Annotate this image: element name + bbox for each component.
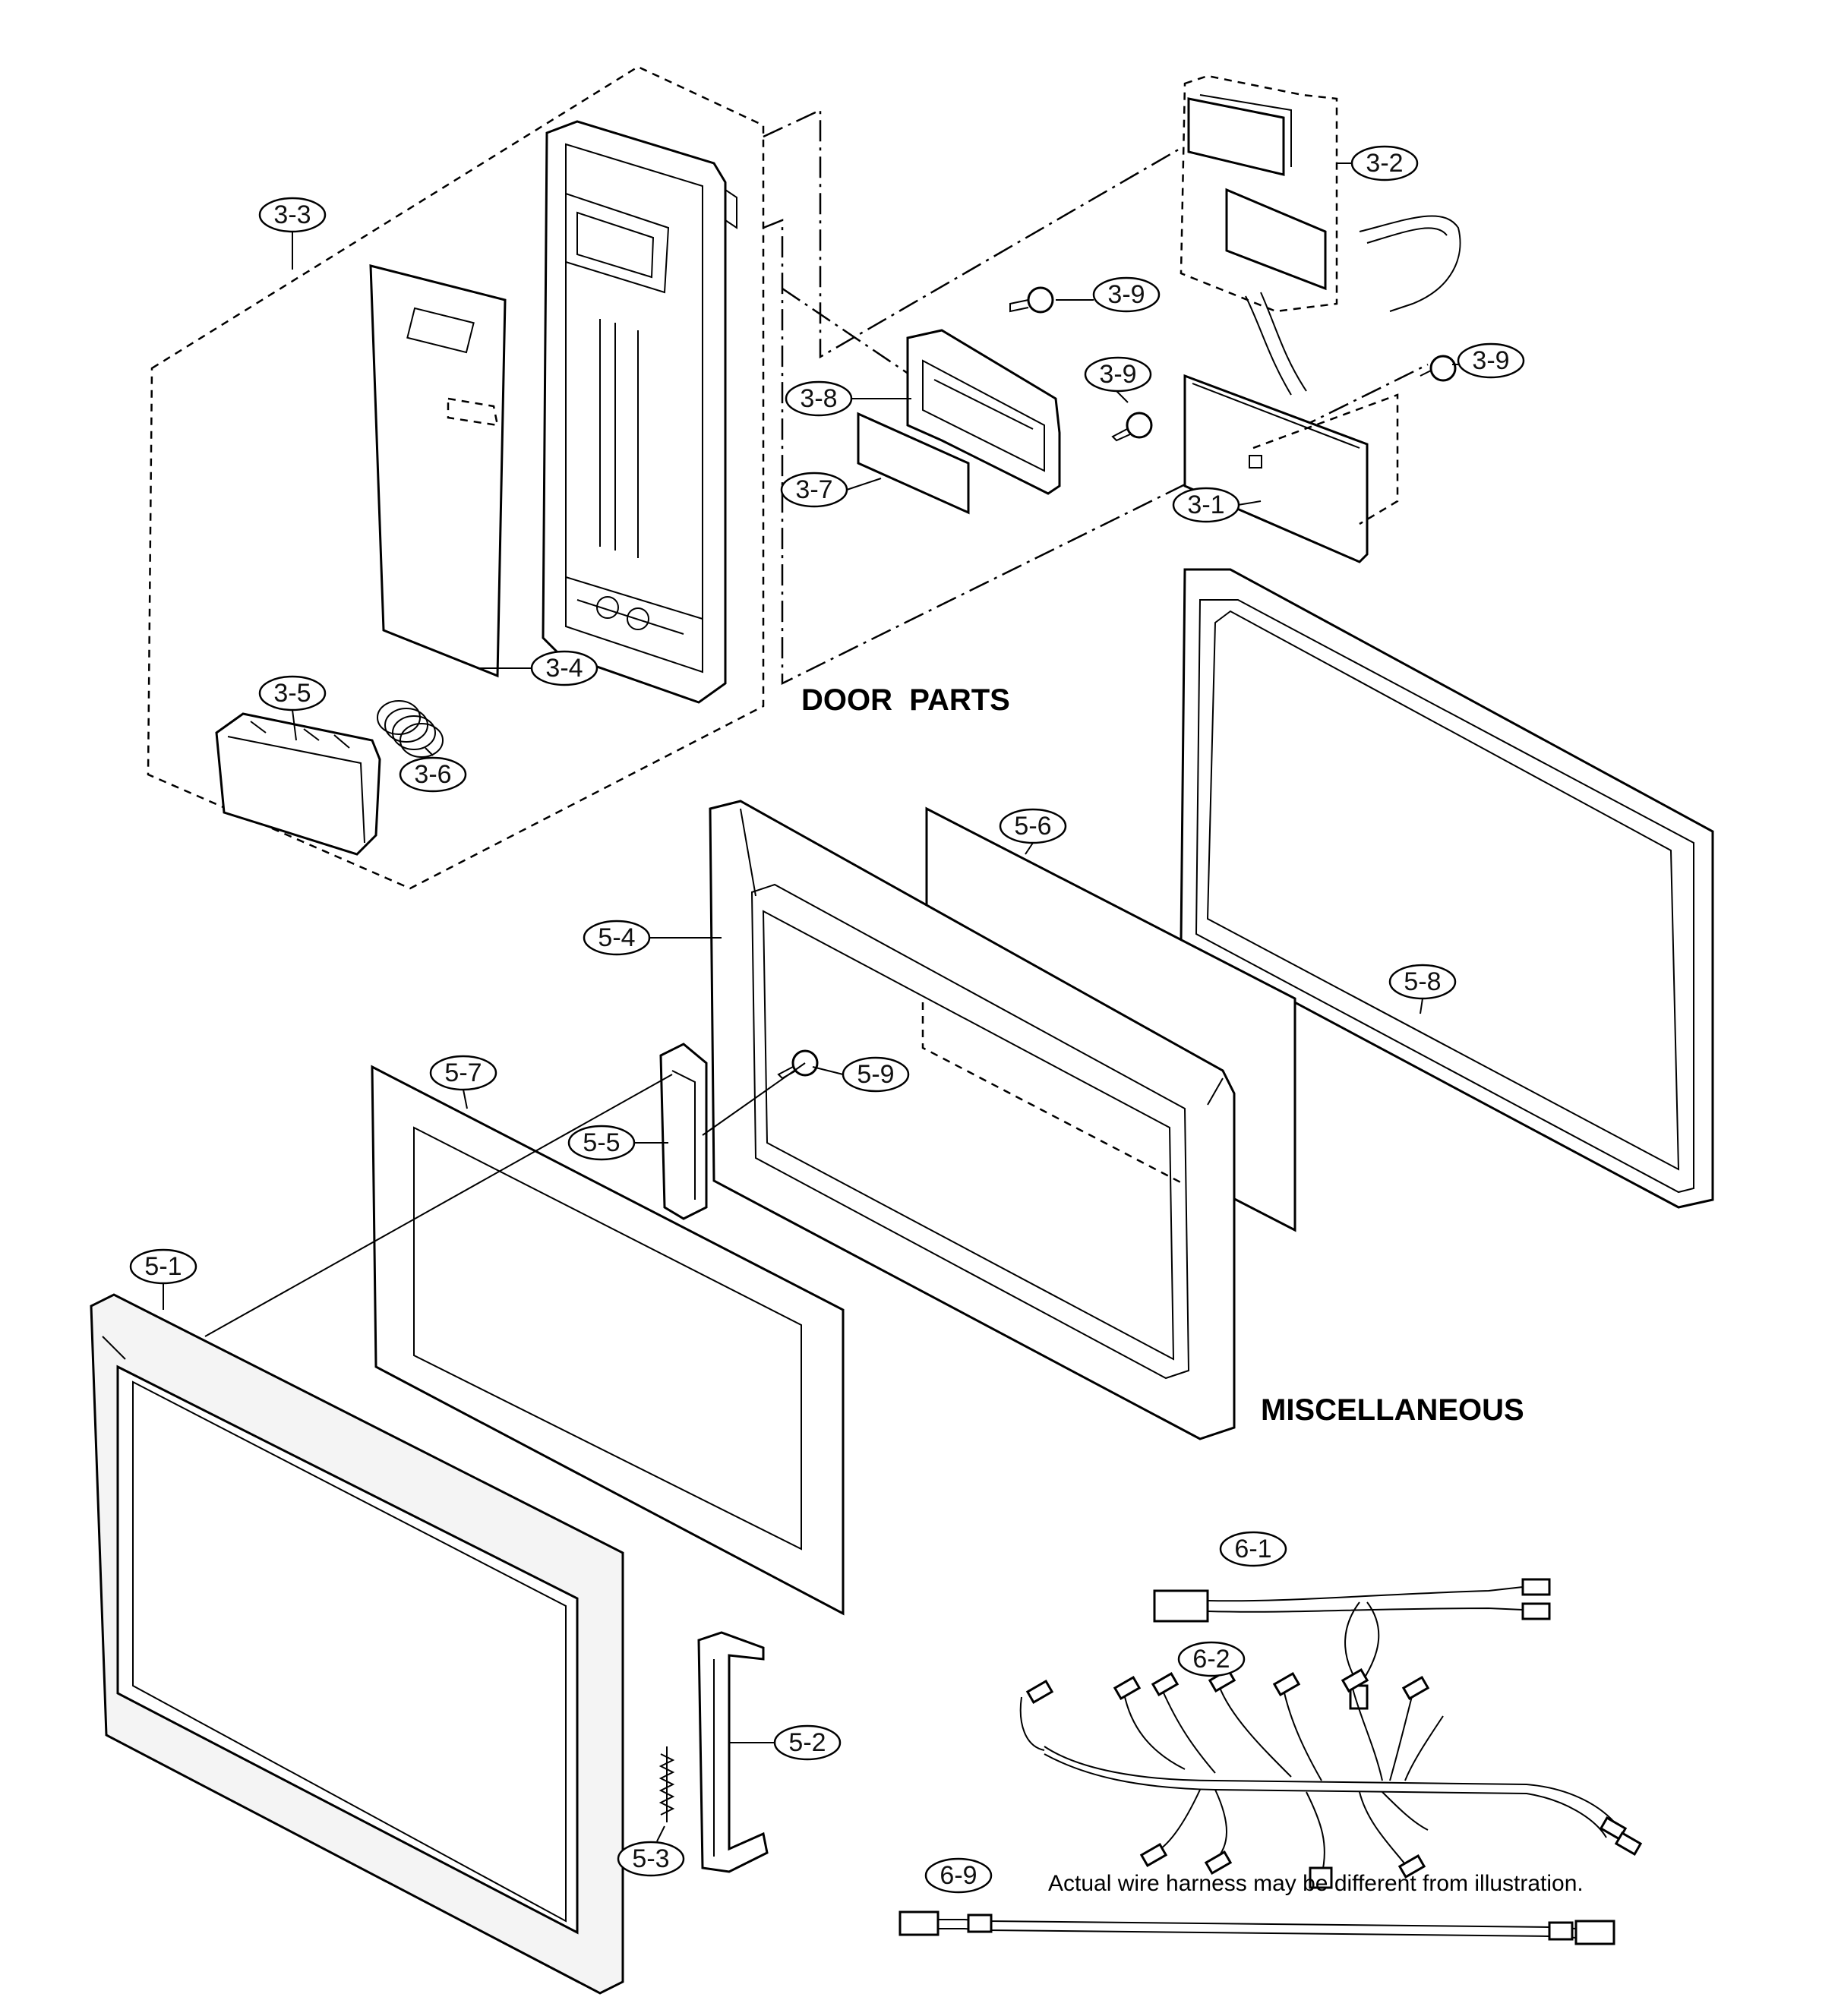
svg-text:5-9: 5-9 bbox=[857, 1060, 894, 1089]
label-3-7: 3-7 bbox=[780, 472, 848, 508]
label-5-4: 5-4 bbox=[583, 920, 651, 956]
label-5-5: 5-5 bbox=[567, 1125, 636, 1161]
section-title-door-parts: DOOR PARTS bbox=[801, 683, 1010, 717]
label-3-4: 3-4 bbox=[530, 650, 598, 686]
label-3-9-top: 3-9 bbox=[1092, 276, 1161, 313]
section-title-miscellaneous: MISCELLANEOUS bbox=[1261, 1393, 1524, 1427]
svg-text:5-8: 5-8 bbox=[1404, 967, 1441, 996]
wire-harness-6-1 bbox=[1153, 1578, 1551, 1710]
label-3-6: 3-6 bbox=[399, 756, 467, 793]
svg-text:5-4: 5-4 bbox=[598, 923, 635, 952]
harness-note: Actual wire harness may be different fro… bbox=[1048, 1871, 1584, 1896]
callout-leaders bbox=[163, 162, 1458, 1842]
leader-line bbox=[702, 1062, 806, 1136]
label-5-9: 5-9 bbox=[842, 1056, 910, 1093]
svg-text:3-9: 3-9 bbox=[1107, 280, 1145, 309]
screw bbox=[1009, 286, 1054, 314]
leader-line bbox=[782, 287, 924, 385]
label-3-9-middle: 3-9 bbox=[1084, 356, 1152, 393]
label-6-2: 6-2 bbox=[1177, 1641, 1246, 1677]
screw bbox=[1420, 355, 1457, 382]
label-5-1: 5-1 bbox=[129, 1248, 197, 1285]
leader-line bbox=[204, 1074, 673, 1337]
control-panel-group-outline bbox=[147, 65, 765, 890]
label-5-6: 5-6 bbox=[999, 808, 1067, 844]
svg-text:3-9: 3-9 bbox=[1472, 346, 1509, 375]
svg-text:3-1: 3-1 bbox=[1187, 491, 1224, 519]
latch-head bbox=[659, 1043, 708, 1220]
label-3-2: 3-2 bbox=[1350, 145, 1419, 181]
label-6-9: 6-9 bbox=[924, 1857, 993, 1894]
svg-text:3-7: 3-7 bbox=[795, 475, 832, 504]
flat-cable bbox=[1180, 74, 1461, 396]
label-5-2: 5-2 bbox=[773, 1724, 842, 1761]
svg-text:3-9: 3-9 bbox=[1099, 360, 1136, 389]
label-3-3: 3-3 bbox=[258, 197, 327, 233]
panel-sheet bbox=[369, 264, 507, 678]
label-3-8: 3-8 bbox=[785, 380, 853, 417]
wire-harness-6-9 bbox=[898, 1910, 1615, 1945]
wire-harness-6-2 bbox=[1019, 1668, 1643, 1889]
svg-text:5-7: 5-7 bbox=[444, 1058, 482, 1087]
label-5-7: 5-7 bbox=[429, 1055, 497, 1091]
label-5-3: 5-3 bbox=[617, 1841, 685, 1877]
label-3-9-right: 3-9 bbox=[1457, 342, 1525, 379]
label-3-5: 3-5 bbox=[258, 675, 327, 711]
svg-text:5-3: 5-3 bbox=[632, 1844, 669, 1873]
svg-text:5-2: 5-2 bbox=[788, 1728, 826, 1757]
svg-text:5-6: 5-6 bbox=[1014, 812, 1051, 841]
door-frame bbox=[709, 800, 1236, 1440]
label-6-1: 6-1 bbox=[1219, 1531, 1287, 1567]
label-5-8: 5-8 bbox=[1388, 964, 1457, 1000]
svg-text:5-5: 5-5 bbox=[583, 1128, 620, 1157]
control-panel-frame bbox=[542, 120, 737, 704]
svg-text:3-2: 3-2 bbox=[1366, 149, 1403, 178]
svg-text:3-5: 3-5 bbox=[273, 679, 311, 708]
svg-text:3-3: 3-3 bbox=[273, 200, 311, 229]
open-button bbox=[215, 712, 381, 856]
svg-text:3-4: 3-4 bbox=[545, 654, 583, 683]
spring bbox=[377, 700, 444, 758]
circuit-board bbox=[1183, 374, 1399, 563]
latch-spring bbox=[658, 1746, 675, 1822]
latch bbox=[697, 1631, 769, 1873]
display-bracket bbox=[906, 329, 1061, 495]
svg-text:6-1: 6-1 bbox=[1234, 1535, 1271, 1563]
svg-text:6-9: 6-9 bbox=[940, 1861, 977, 1890]
svg-text:5-1: 5-1 bbox=[144, 1252, 182, 1281]
door-panel bbox=[90, 1293, 624, 1995]
leader-line bbox=[763, 109, 1182, 359]
svg-text:3-6: 3-6 bbox=[414, 760, 451, 789]
door-screen bbox=[371, 1065, 845, 1616]
screw bbox=[1111, 412, 1153, 442]
label-3-1: 3-1 bbox=[1172, 487, 1240, 523]
display-filter bbox=[857, 412, 970, 515]
svg-text:6-2: 6-2 bbox=[1192, 1645, 1230, 1674]
svg-text:3-8: 3-8 bbox=[800, 384, 837, 413]
leader-line bbox=[763, 219, 1429, 686]
